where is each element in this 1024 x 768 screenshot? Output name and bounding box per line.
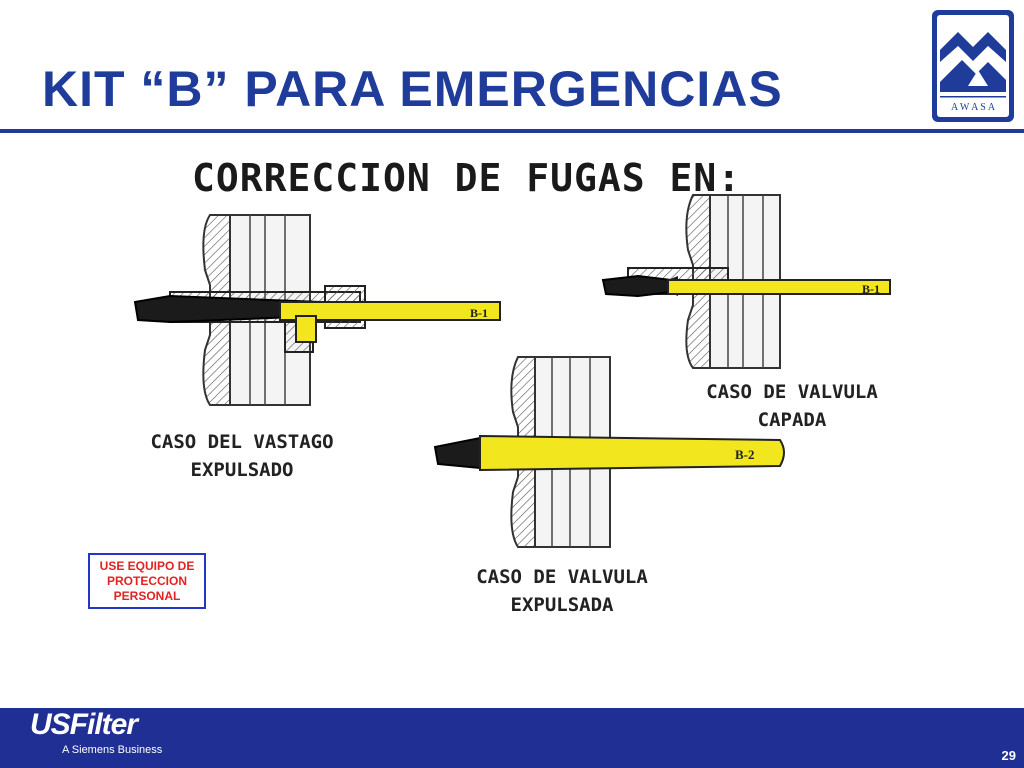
caption-line: CASO DEL VASTAGO bbox=[150, 431, 334, 453]
slide-subtitle: CORRECCION DE FUGAS EN: bbox=[192, 156, 742, 200]
logo-text: A W A S A bbox=[951, 102, 996, 113]
tool-label: B-2 bbox=[735, 447, 755, 462]
ppe-line: PROTECCION bbox=[106, 573, 187, 588]
footer-bar: USFilter A Siemens Business 29 bbox=[0, 708, 1024, 768]
slide-title: KIT “B” PARA EMERGENCIAS bbox=[42, 61, 783, 117]
drawing-valvula-capada: B-1 bbox=[601, 194, 891, 369]
caption-valvula-expulsada: CASO DE VALVULA EXPULSADA bbox=[442, 563, 682, 619]
caption-line: EXPULSADA bbox=[510, 594, 614, 616]
ppe-line: USE EQUIPO DE bbox=[99, 558, 195, 573]
caption-valvula-capada: CASO DE VALVULA CAPADA bbox=[672, 378, 912, 434]
title-divider bbox=[0, 129, 1024, 133]
caption-vastago-expulsado: CASO DEL VASTAGO EXPULSADO bbox=[112, 428, 372, 484]
drawing-vastago-expulsado: B-1 bbox=[133, 214, 501, 406]
footer-tagline: A Siemens Business bbox=[62, 744, 163, 756]
caption-line: CASO DE VALVULA bbox=[476, 566, 648, 588]
page-number: 29 bbox=[1001, 748, 1016, 763]
caption-line: EXPULSADO bbox=[190, 459, 294, 481]
awasa-logo: A W A S A bbox=[932, 10, 1014, 122]
caption-line: CAPADA bbox=[757, 409, 827, 431]
tool-label: B-1 bbox=[470, 306, 488, 320]
drawing-valvula-expulsada: B-2 bbox=[433, 356, 785, 548]
ppe-line: PERSONAL bbox=[113, 588, 181, 603]
ppe-notice: USE EQUIPO DE PROTECCION PERSONAL bbox=[88, 553, 206, 609]
tool-label: B-1 bbox=[862, 282, 880, 296]
caption-line: CASO DE VALVULA bbox=[706, 381, 878, 403]
usfilter-logo: USFilter bbox=[30, 708, 138, 741]
